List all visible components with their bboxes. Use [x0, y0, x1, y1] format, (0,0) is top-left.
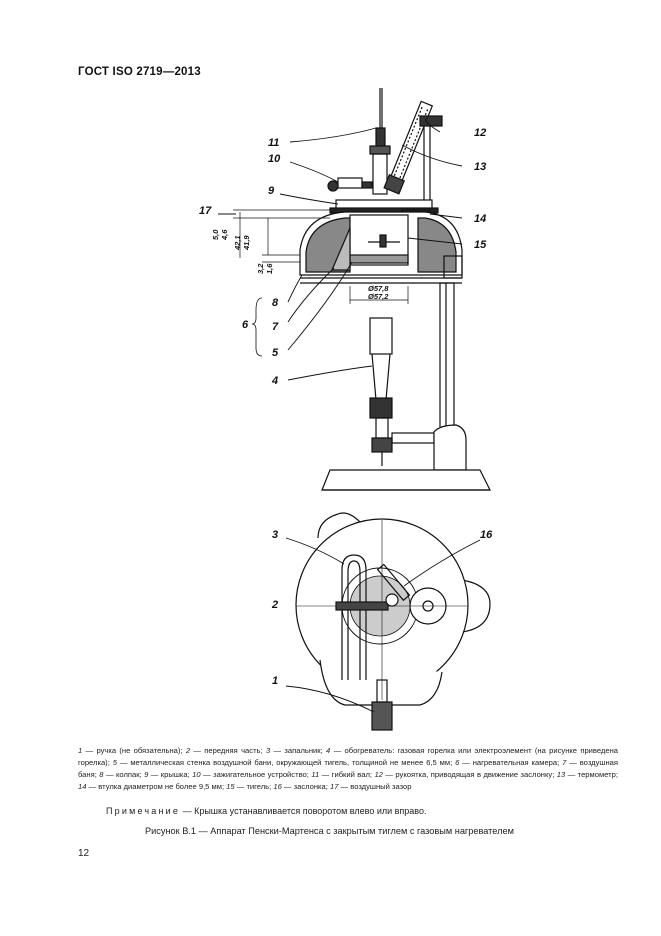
callout-13: 13 — [474, 161, 486, 173]
legend-number: 11 — [311, 770, 320, 779]
callout-17: 17 — [199, 205, 212, 217]
callout-11: 11 — [268, 137, 279, 149]
legend-number: 9 — [144, 770, 149, 779]
legend-number: 13 — [556, 770, 566, 779]
legend-text: — гибкий вал; — [319, 770, 375, 779]
legend-text: — втулка диаметром не более 9,5 мм; — [86, 782, 227, 791]
legend-number: 4 — [326, 746, 331, 755]
callout-14: 14 — [474, 213, 486, 225]
legend-text: — нагревательная камера; — [459, 758, 563, 767]
callout-7: 7 — [272, 321, 279, 333]
callout-8: 8 — [272, 297, 279, 309]
legend-text: — рукоятка, приводящая в движение заслон… — [382, 770, 557, 779]
legend-text: — обогреватель: газовая горелка или элек… — [78, 746, 618, 767]
document-header: ГОСТ ISO 2719—2013 — [78, 66, 201, 78]
legend-number: 17 — [329, 782, 339, 791]
apparatus-drawing: 11 10 9 17 8 6 7 5 4 12 13 14 15 3 16 2 … — [199, 88, 493, 731]
callout-2: 2 — [271, 599, 278, 611]
dim-diameter-2: Ø57,2 — [368, 292, 389, 301]
legend-text: — зажигательное устройство; — [200, 770, 312, 779]
dim-v6: 1,6 — [265, 263, 274, 274]
callout-3: 3 — [272, 529, 278, 541]
legend-number: 14 — [78, 782, 87, 791]
legend-text: — тигель; — [234, 782, 274, 791]
legend-text: — крышка; — [148, 770, 193, 779]
figure-legend: 1 — ручка (не обязательна); 2 — передняя… — [78, 745, 618, 793]
dim-v3: 42,1 — [233, 235, 242, 251]
callout-10: 10 — [268, 153, 281, 165]
legend-text: — воздушная баня; — [78, 758, 618, 779]
legend-text: — металлическая стенка воздушной бани, о… — [116, 758, 456, 767]
legend-number: 3 — [265, 746, 271, 755]
figure-caption: Рисунок В.1 — Аппарат Пенски-Мартенса с … — [145, 826, 514, 836]
callout-1: 1 — [272, 675, 278, 687]
legend-number: 5 — [112, 758, 117, 767]
legend-number: 1 — [78, 746, 83, 755]
dim-v1: 5,0 — [211, 229, 220, 240]
dim-v5: 3,2 — [256, 263, 265, 274]
dim-diameter-1: Ø57,8 — [368, 284, 389, 293]
legend-number: 15 — [226, 782, 235, 791]
legend-number: 10 — [192, 770, 201, 779]
legend-text: — заслонка; — [281, 782, 330, 791]
callout-6: 6 — [242, 319, 249, 331]
page-number: 12 — [78, 848, 90, 859]
legend-number: 2 — [185, 746, 191, 755]
legend-number: 16 — [273, 782, 282, 791]
legend-text: — запальник; — [270, 746, 327, 755]
note-text: — Крышка устанавливается поворотом влево… — [180, 806, 427, 816]
legend-number: 7 — [562, 758, 567, 767]
legend-text: — передняя часть; — [190, 746, 266, 755]
legend-text: — термометр; — [565, 770, 618, 779]
legend-text: — ручка (не обязательна); — [82, 746, 186, 755]
legend-text: — воздушный зазор — [338, 782, 412, 791]
callout-15: 15 — [474, 239, 487, 251]
dim-v4: 41,9 — [242, 235, 251, 251]
legend-number: 8 — [99, 770, 104, 779]
callout-4: 4 — [271, 375, 278, 387]
legend-number: 6 — [455, 758, 460, 767]
legend-text: — колпак; — [103, 770, 145, 779]
callout-9: 9 — [268, 185, 275, 197]
callout-12: 12 — [474, 127, 486, 139]
callout-5: 5 — [272, 347, 279, 359]
note-label: Примечание — [106, 806, 181, 816]
dim-v2: 4,6 — [220, 229, 229, 241]
figure-note: Примечание — Крышка устанавливается пово… — [106, 806, 426, 816]
callout-16: 16 — [480, 529, 493, 541]
legend-number: 12 — [374, 770, 383, 779]
